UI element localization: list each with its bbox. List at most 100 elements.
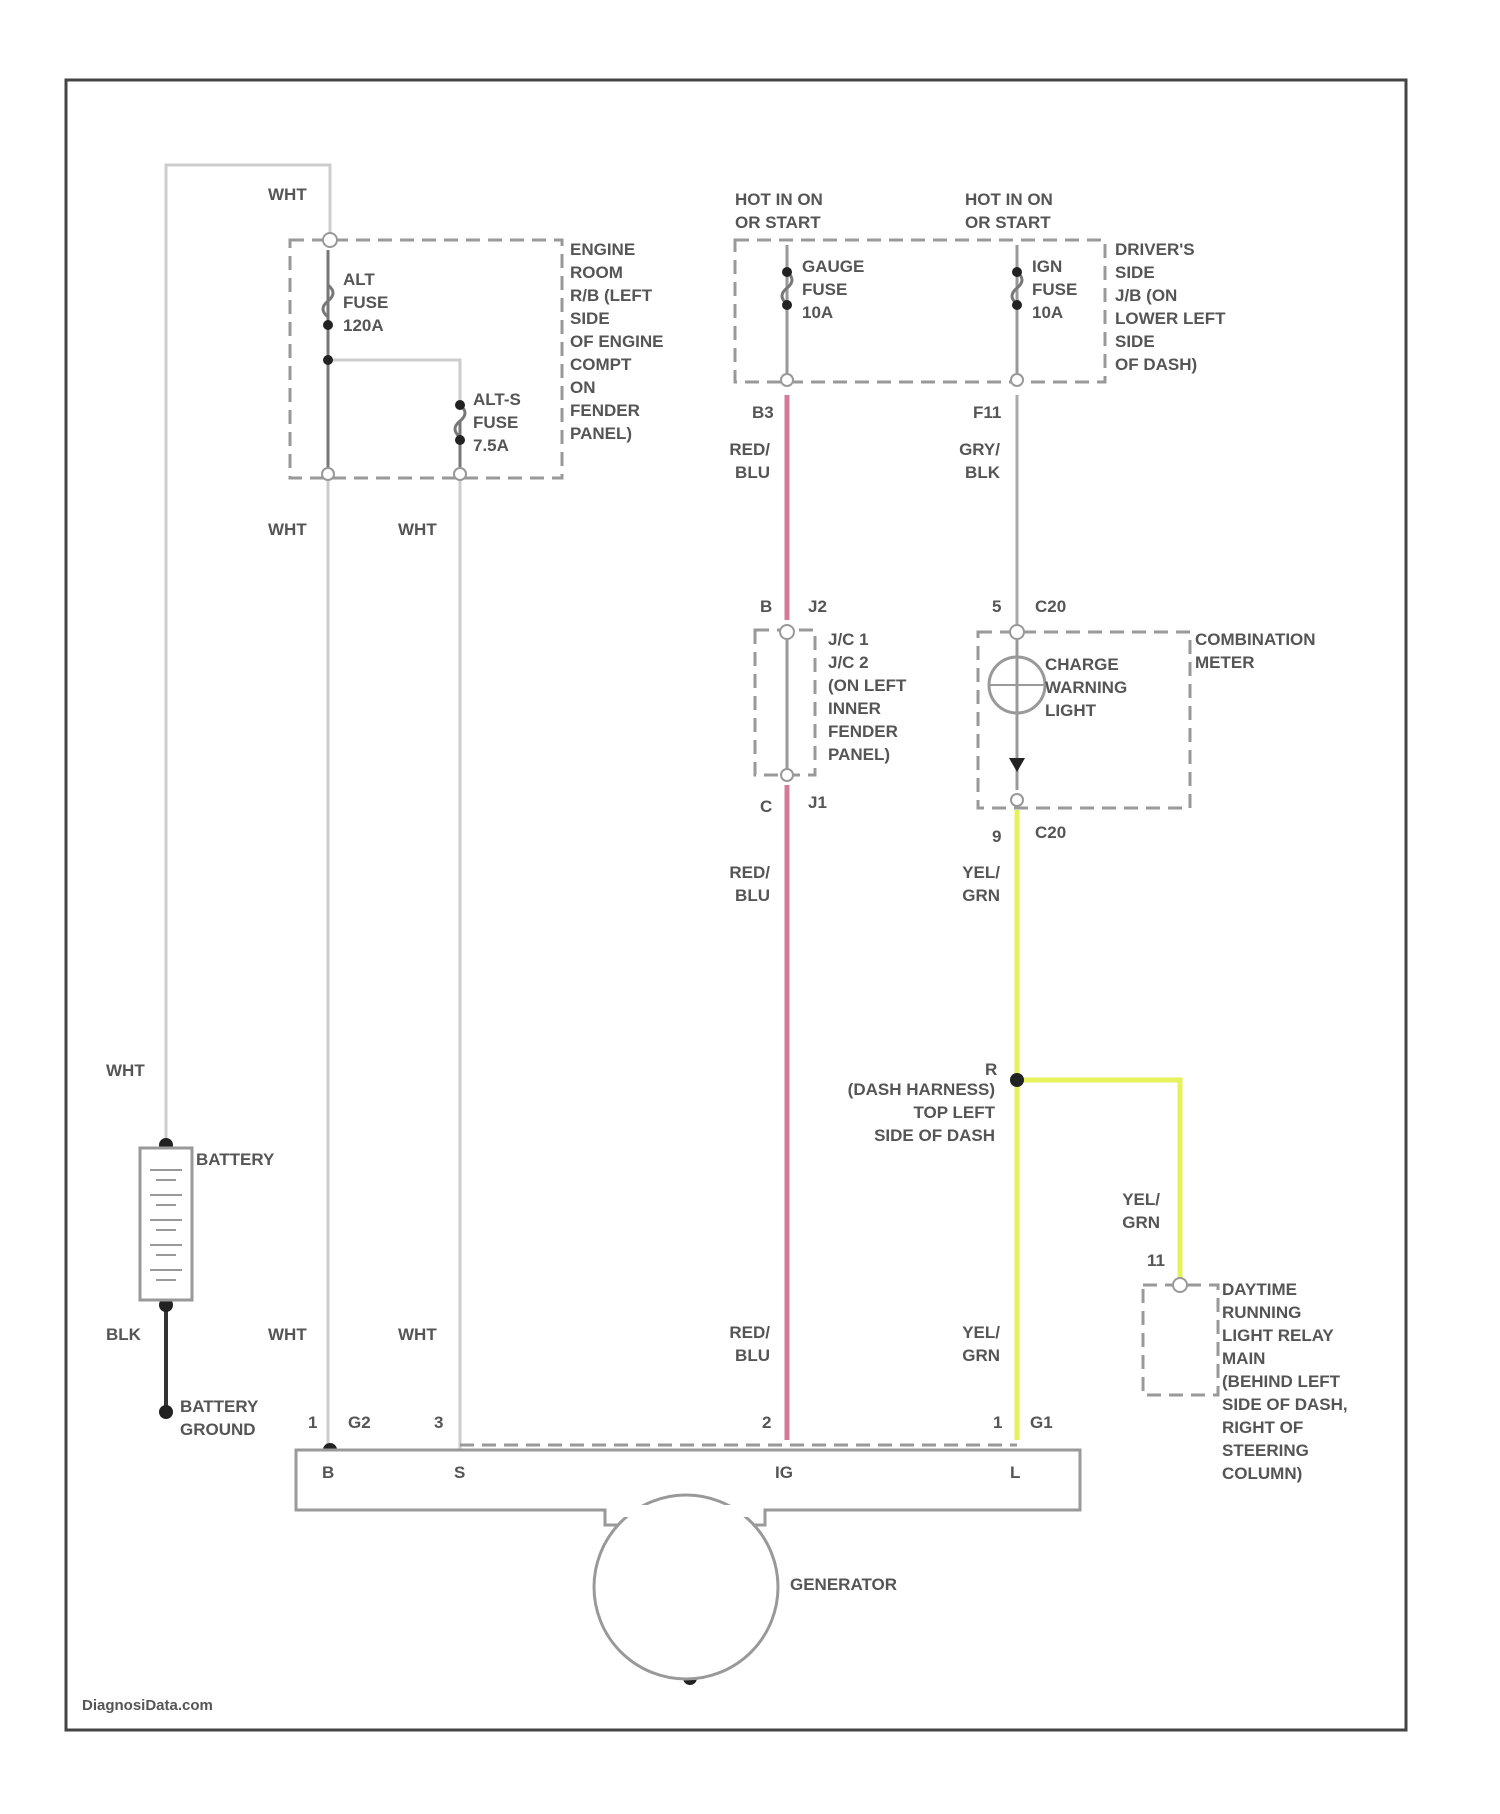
junction-label-line: (ON LEFT	[828, 676, 907, 695]
label-gry-blk-line: GRY/	[959, 440, 1000, 459]
wire-yel-grn-relay	[1017, 1080, 1180, 1280]
connector-c20-bot-pin: 9	[992, 827, 1001, 846]
junction-label-line: PANEL)	[828, 745, 890, 764]
label-wht-gen-2: WHT	[398, 1325, 437, 1344]
battery-label: BATTERY	[196, 1150, 275, 1169]
connector-dash-splice: R	[985, 1060, 997, 1079]
relay-label-line: RUNNING	[1222, 1303, 1301, 1322]
connector-c20-top: C20	[1035, 597, 1066, 616]
connector-j1: J1	[808, 793, 827, 812]
relay-label-line: DAYTIME	[1222, 1280, 1297, 1299]
connector-g1-pin: 1	[993, 1413, 1002, 1432]
dash-harness-label-line: TOP LEFT	[913, 1103, 995, 1122]
alt-s-fuse-label-line: FUSE	[473, 413, 518, 432]
connector-b3: B3	[752, 403, 774, 422]
relay-label-line: STEERING	[1222, 1441, 1309, 1460]
alt-s-fuse-label: ALT-S FUSE 7.5A	[473, 390, 521, 455]
combination-meter-label-line: METER	[1195, 653, 1255, 672]
engine-fuse-box-location-line: SIDE	[570, 309, 610, 328]
generator-terminal-ig: IG	[775, 1463, 793, 1482]
battery-ground-label: BATTERY GROUND	[180, 1397, 259, 1439]
hot-label-1-line: OR START	[735, 213, 821, 232]
relay-label-line: SIDE OF DASH,	[1222, 1395, 1348, 1414]
dash-fuse-box-location-line: J/B (ON	[1115, 286, 1177, 305]
engine-fuse-box-location-line: ON	[570, 378, 596, 397]
connector-c20-top-pin: 5	[992, 597, 1001, 616]
ign-fuse-label-line: IGN	[1032, 257, 1062, 276]
charge-warning-light-label: CHARGEWARNINGLIGHT	[1045, 655, 1127, 720]
alt-s-fuse-label-line: ALT-S	[473, 390, 521, 409]
label-red-blu-2-line: RED/	[729, 863, 770, 882]
wire-alt-s-branch	[328, 360, 460, 410]
battery-ground-label-line: GROUND	[180, 1420, 256, 1439]
connector-c20-bot: C20	[1035, 823, 1066, 842]
engine-fuse-box-location-line: FENDER	[570, 401, 640, 420]
label-red-blu-1: RED/BLU	[729, 440, 770, 482]
dash-fuse-box-location-line: SIDE	[1115, 332, 1155, 351]
junction-label-line: J/C 2	[828, 653, 869, 672]
connector-g2: G2	[348, 1413, 371, 1432]
relay-label-line: RIGHT OF	[1222, 1418, 1303, 1437]
label-wht-top: WHT	[268, 185, 307, 204]
hot-label-1: HOT IN ON OR START	[735, 190, 823, 232]
combination-meter-label-line: COMBINATION	[1195, 630, 1316, 649]
label-red-blu-3-line: RED/	[729, 1323, 770, 1342]
label-yel-grn-3-line: YEL/	[1122, 1190, 1160, 1209]
relay-box	[1143, 1285, 1218, 1395]
alt-fuse-label-line: FUSE	[343, 293, 388, 312]
dash-fuse-box-location-line: LOWER LEFT	[1115, 309, 1226, 328]
label-yel-grn-1-line: GRN	[962, 886, 1000, 905]
alt-fuse-label-line: 120A	[343, 316, 384, 335]
label-yel-grn-2: YEL/GRN	[962, 1323, 1000, 1365]
junction-label-line: FENDER	[828, 722, 898, 741]
label-red-blu-3-line: BLU	[735, 1346, 770, 1365]
alt-s-fuse-label-line: 7.5A	[473, 436, 509, 455]
engine-fuse-box-location: ENGINEROOMR/B (LEFTSIDEOF ENGINECOMPTONF…	[570, 240, 664, 443]
label-blk-battery: BLK	[106, 1325, 142, 1344]
ign-fuse-label-line: 10A	[1032, 303, 1063, 322]
junction-box	[755, 630, 815, 775]
label-yel-grn-2-line: GRN	[962, 1346, 1000, 1365]
ign-fuse-label: IGN FUSE 10A	[1032, 257, 1077, 322]
generator-terminal-b: B	[322, 1463, 334, 1482]
label-yel-grn-3: YEL/GRN	[1122, 1190, 1160, 1232]
label-wht-fuse-out-2: WHT	[398, 520, 437, 539]
dash-fuse-box-location: DRIVER'SSIDEJ/B (ONLOWER LEFTSIDEOF DASH…	[1115, 240, 1226, 374]
label-wht-fuse-out-1: WHT	[268, 520, 307, 539]
label-yel-grn-1: YEL/GRN	[962, 863, 1000, 905]
dash-fuse-box-location-line: OF DASH)	[1115, 355, 1197, 374]
battery-ground-label-line: BATTERY	[180, 1397, 259, 1416]
label-red-blu-2: RED/BLU	[729, 863, 770, 905]
charge-warning-light-label-line: LIGHT	[1045, 701, 1097, 720]
engine-fuse-box-location-line: COMPT	[570, 355, 632, 374]
relay-label-line: (BEHIND LEFT	[1222, 1372, 1341, 1391]
label-yel-grn-1-line: YEL/	[962, 863, 1000, 882]
label-wht-battery-top: WHT	[106, 1061, 145, 1080]
alt-fuse-label: ALT FUSE 120A	[343, 270, 388, 335]
hot-label-2-line: HOT IN ON	[965, 190, 1053, 209]
generator-label: GENERATOR	[790, 1575, 897, 1594]
label-red-blu-1-line: RED/	[729, 440, 770, 459]
relay-label-line: LIGHT RELAY	[1222, 1326, 1334, 1345]
connector-j2: J2	[808, 597, 827, 616]
gauge-fuse-label-line: 10A	[802, 303, 833, 322]
connector-relay-pin: 11	[1147, 1251, 1165, 1270]
watermark: DiagnosiData.com	[82, 1697, 213, 1714]
hot-label-2-line: OR START	[965, 213, 1051, 232]
dash-fuse-box-location-line: DRIVER'S	[1115, 240, 1195, 259]
junction-label-line: INNER	[828, 699, 881, 718]
ign-fuse-label-line: FUSE	[1032, 280, 1077, 299]
label-red-blu-3: RED/BLU	[729, 1323, 770, 1365]
dash-harness-label: (DASH HARNESS)TOP LEFTSIDE OF DASH	[848, 1080, 996, 1145]
alt-fuse-label-line: ALT	[343, 270, 375, 289]
engine-fuse-box-location-line: OF ENGINE	[570, 332, 664, 351]
relay-label-line: COLUMN)	[1222, 1464, 1302, 1483]
connector-g1: G1	[1030, 1413, 1053, 1432]
generator-terminal-l: L	[1010, 1463, 1020, 1482]
hot-label-1-line: HOT IN ON	[735, 190, 823, 209]
label-red-blu-2-line: BLU	[735, 886, 770, 905]
charge-warning-light-label-line: WARNING	[1045, 678, 1127, 697]
relay-label-line: MAIN	[1222, 1349, 1265, 1368]
